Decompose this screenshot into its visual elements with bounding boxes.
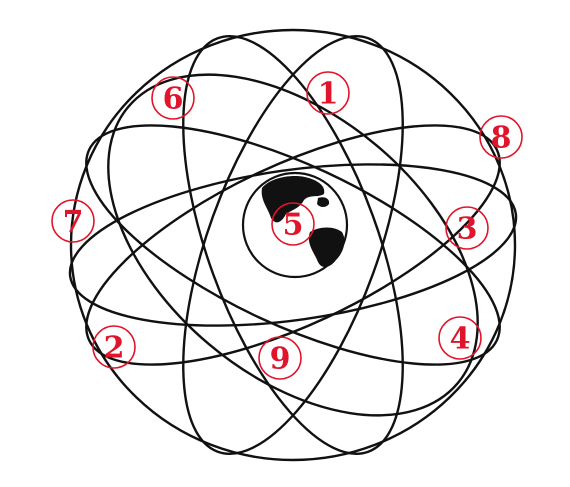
marker-3-ring	[445, 206, 489, 250]
marker-1-label: 1	[318, 77, 339, 112]
marker-9-label: 9	[270, 342, 291, 377]
orbit-ring-f	[107, 73, 479, 417]
marker-6: 6	[151, 76, 195, 120]
markers: 1 6 8 7 5 3 2 9	[51, 71, 523, 380]
marker-8-ring	[479, 115, 523, 159]
marker-2-ring	[92, 325, 136, 369]
marker-3: 3	[445, 206, 489, 250]
marker-6-ring	[151, 76, 195, 120]
marker-5-ring	[271, 202, 315, 246]
marker-5: 5	[271, 202, 315, 246]
orbit-ring-outer	[69, 28, 517, 462]
orbit-ring-d	[182, 35, 404, 455]
earth-landmass-south	[308, 227, 345, 268]
orbit-ring-c	[182, 35, 404, 455]
marker-2: 2	[92, 325, 136, 369]
marker-8: 8	[479, 115, 523, 159]
orbit-ring-a	[85, 124, 501, 366]
orbits	[68, 28, 518, 462]
marker-2-label: 2	[104, 331, 125, 366]
marker-7: 7	[51, 199, 95, 243]
earth-landmass-small	[317, 197, 330, 207]
orbit-ring-b	[85, 124, 501, 366]
marker-4-label: 4	[450, 322, 471, 357]
marker-6-label: 6	[163, 82, 184, 117]
marker-1-ring	[306, 71, 350, 115]
marker-5-label: 5	[283, 208, 304, 243]
marker-4: 4	[438, 316, 482, 360]
marker-7-ring	[51, 199, 95, 243]
marker-9-ring	[258, 336, 302, 380]
marker-4-ring	[438, 316, 482, 360]
marker-9: 9	[258, 336, 302, 380]
marker-8-label: 8	[491, 121, 512, 156]
marker-1: 1	[306, 71, 350, 115]
marker-3-label: 3	[457, 212, 478, 247]
marker-7-label: 7	[63, 205, 84, 240]
orbit-ring-e	[68, 163, 518, 327]
